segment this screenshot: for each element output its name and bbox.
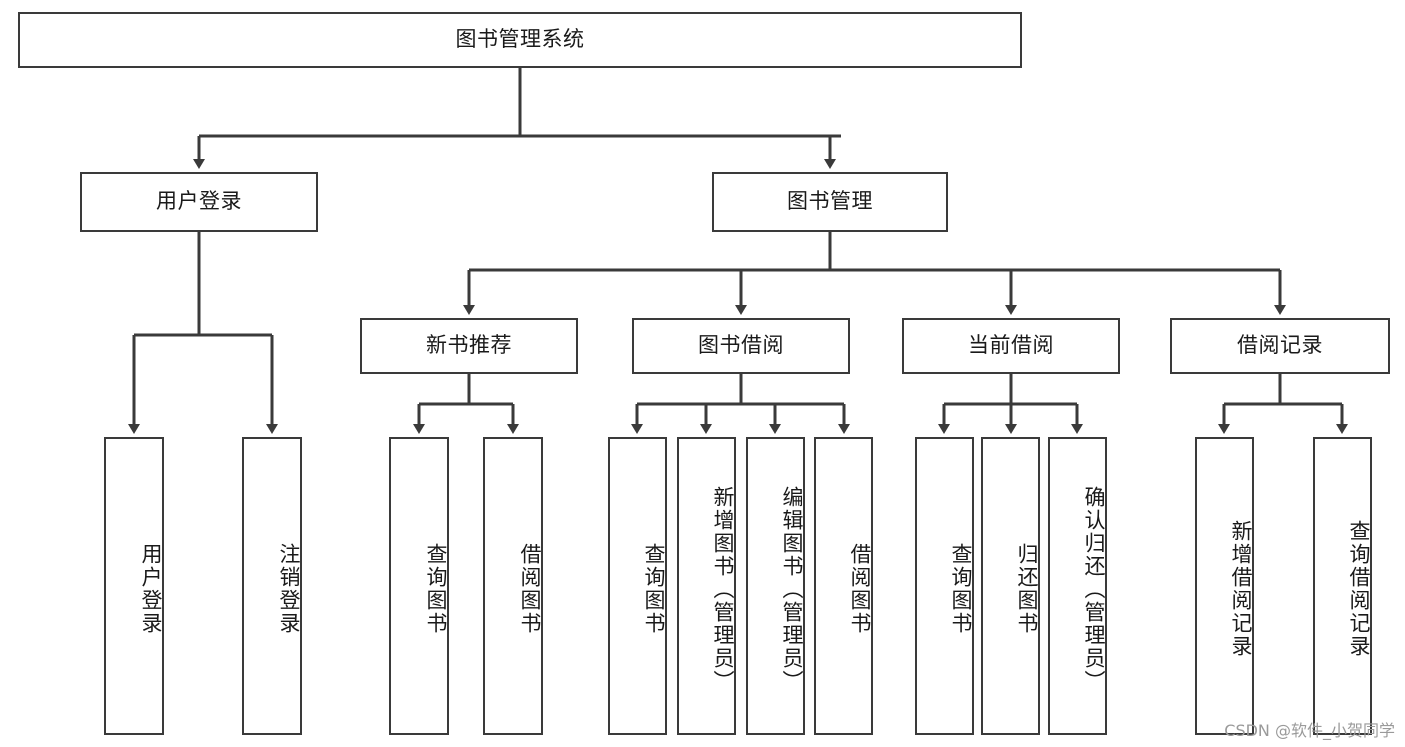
node-leaf-confirm-return-admin[interactable]: 确认归还（管理员） (1048, 437, 1107, 735)
node-root-book-management-system[interactable]: 图书管理系统 (18, 12, 1022, 68)
csdn-watermark: CSDN @软件_小贺同学 (1224, 721, 1395, 740)
node-leaf-return-book[interactable]: 归还图书 (981, 437, 1040, 735)
node-label: 注销登录 (277, 543, 301, 635)
node-label: 查询图书 (424, 543, 448, 635)
node-label: 图书借阅 (698, 333, 784, 358)
node-leaf-borrow-book-1[interactable]: 借阅图书 (483, 437, 543, 735)
node-label: 编辑图书（管理员） (780, 485, 804, 693)
node-leaf-user-login[interactable]: 用户登录 (104, 437, 164, 735)
node-leaf-add-book-admin[interactable]: 新增图书（管理员） (677, 437, 736, 735)
node-label: 查询图书 (949, 543, 973, 635)
node-current-borrowing[interactable]: 当前借阅 (902, 318, 1120, 374)
node-label: 新书推荐 (426, 333, 512, 358)
node-label: 图书管理系统 (455, 27, 585, 52)
node-label: 用户登录 (139, 543, 163, 635)
node-leaf-borrow-book-2[interactable]: 借阅图书 (814, 437, 873, 735)
node-borrowing-records[interactable]: 借阅记录 (1170, 318, 1390, 374)
node-label: 当前借阅 (968, 333, 1054, 358)
node-label: 用户登录 (156, 189, 242, 214)
node-label: 借阅图书 (518, 543, 542, 635)
node-label: 归还图书 (1015, 543, 1039, 635)
node-user-login[interactable]: 用户登录 (80, 172, 318, 232)
node-leaf-add-borrow-record[interactable]: 新增借阅记录 (1195, 437, 1254, 735)
node-label: 新增借阅记录 (1229, 520, 1253, 658)
node-label: 借阅记录 (1237, 333, 1323, 358)
node-label: 确认归还（管理员） (1082, 485, 1106, 693)
node-label: 图书管理 (787, 189, 873, 214)
node-book-borrowing[interactable]: 图书借阅 (632, 318, 850, 374)
node-label: 借阅图书 (848, 543, 872, 635)
node-leaf-query-book-2[interactable]: 查询图书 (608, 437, 667, 735)
node-label: 查询借阅记录 (1347, 520, 1371, 658)
node-book-management[interactable]: 图书管理 (712, 172, 948, 232)
node-leaf-logout[interactable]: 注销登录 (242, 437, 302, 735)
node-leaf-query-borrow-record[interactable]: 查询借阅记录 (1313, 437, 1372, 735)
node-label: 新增图书（管理员） (711, 485, 735, 693)
node-leaf-edit-book-admin[interactable]: 编辑图书（管理员） (746, 437, 805, 735)
node-label: 查询图书 (642, 543, 666, 635)
node-leaf-query-book-3[interactable]: 查询图书 (915, 437, 974, 735)
node-new-book-recommendation[interactable]: 新书推荐 (360, 318, 578, 374)
node-leaf-query-book-1[interactable]: 查询图书 (389, 437, 449, 735)
